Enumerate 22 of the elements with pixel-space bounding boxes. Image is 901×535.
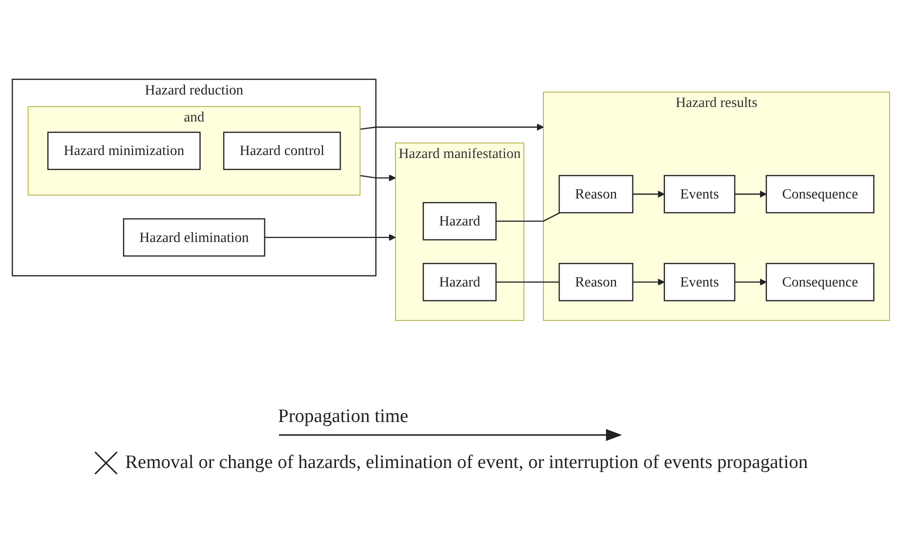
node-box: Hazard elimination	[122, 218, 265, 257]
arrow	[264, 234, 396, 242]
arrow	[360, 124, 544, 131]
connector	[496, 282, 559, 283]
node-box: Hazard	[422, 263, 496, 302]
node-box: Events	[663, 263, 735, 302]
arrow	[734, 278, 766, 286]
legend-text: Removal or change of hazards, elimination of event, or interruption of events propagation	[125, 452, 808, 474]
node-box: Events	[663, 175, 735, 214]
node-box: Hazard minimization	[46, 132, 200, 170]
arrow	[632, 190, 664, 198]
node-box: Reason	[558, 263, 633, 302]
node-box: Hazard control	[222, 132, 340, 170]
node-box: Hazard	[422, 202, 496, 240]
connector	[496, 212, 560, 222]
node-box: Reason	[558, 175, 633, 214]
axis-label: Propagation time	[278, 406, 408, 428]
arrow	[734, 190, 766, 198]
node-box: Consequence	[765, 175, 874, 214]
arrow	[360, 174, 396, 182]
node-box: Consequence	[765, 263, 874, 302]
arrow	[632, 278, 664, 286]
